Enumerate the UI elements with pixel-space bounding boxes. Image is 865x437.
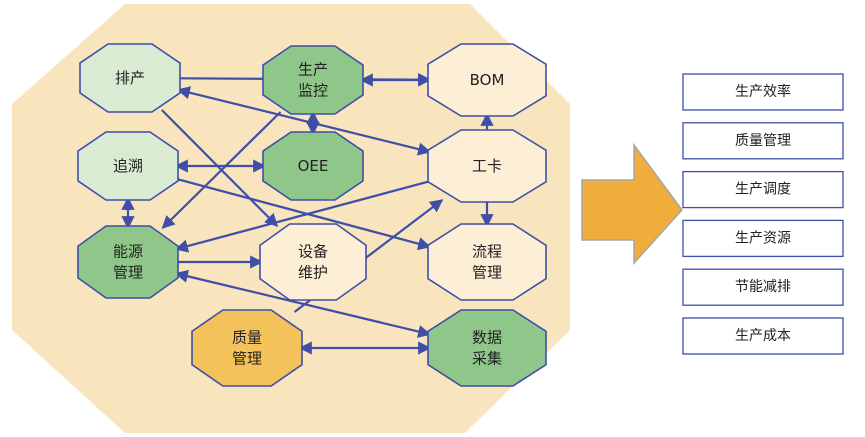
node-label-shengchan-jiankong: 生产 (298, 61, 328, 79)
output-label-4: 生产资源 (735, 230, 791, 246)
edge-nengyuan-guanli-shuju-caiji (174, 269, 432, 338)
node-label-shengchan-jiankong: 监控 (298, 82, 328, 100)
edge-gongka-nengyuan-guanli (174, 180, 431, 253)
node-label-shebei-weihu: 设备 (298, 243, 328, 261)
output-label-3: 生产调度 (735, 182, 791, 198)
node-zhiliang-guanli: 质量管理 (191, 309, 303, 387)
output-label-2: 质量管理 (735, 133, 791, 149)
output-box-2 (682, 122, 844, 160)
edge-paichan-gongka (176, 86, 432, 156)
node-bom: BOM (427, 43, 547, 117)
node-shape-liucheng-guanli (427, 223, 547, 301)
node-label-zhiliang-guanli: 质量 (232, 329, 262, 347)
output-box-1 (682, 73, 844, 111)
node-shape-paichan (79, 43, 181, 113)
node-label-nengyuan-guanli: 能源 (113, 243, 143, 261)
node-label-shuju-caiji: 数据 (472, 329, 502, 347)
node-label-liucheng-guanli: 管理 (472, 264, 502, 282)
node-shape-bom (427, 43, 547, 117)
transform-arrow-icon (581, 142, 683, 265)
node-paichan: 排产 (79, 43, 181, 113)
output-box-5 (682, 268, 844, 306)
node-label-bom: BOM (470, 71, 505, 89)
edge-zhuisu-liucheng-guanli (175, 177, 432, 251)
node-label-nengyuan-guanli: 管理 (113, 264, 143, 282)
node-shape-shengchan-jiankong (262, 45, 364, 115)
node-label-zhuisu: 追溯 (113, 157, 143, 175)
output-box-3 (682, 170, 844, 209)
node-zhuisu: 追溯 (77, 131, 179, 201)
node-gongka: 工卡 (427, 129, 547, 203)
output-box-4 (682, 219, 844, 258)
node-shape-oee (262, 131, 364, 201)
node-shape-shebei-weihu (259, 223, 367, 301)
node-label-paichan: 排产 (115, 69, 145, 87)
node-shape-nengyuan-guanli (77, 225, 179, 299)
node-label-gongka: 工卡 (472, 157, 502, 175)
output-label-6: 生产成本 (735, 328, 791, 344)
output-label-5: 节能减排 (735, 279, 791, 295)
node-label-zhiliang-guanli: 管理 (232, 350, 262, 368)
node-shape-zhuisu (77, 131, 179, 201)
node-shape-gongka (427, 129, 547, 203)
output-box-6 (682, 317, 844, 355)
node-label-liucheng-guanli: 流程 (472, 243, 502, 261)
output-label-1: 生产效率 (735, 83, 791, 100)
node-label-shebei-weihu: 维护 (298, 264, 328, 282)
node-shape-shuju-caiji (427, 309, 547, 387)
node-shape-zhiliang-guanli (191, 309, 303, 387)
node-label-shuju-caiji: 采集 (472, 350, 502, 368)
node-oee: OEE (262, 131, 364, 201)
node-label-oee: OEE (298, 157, 329, 175)
